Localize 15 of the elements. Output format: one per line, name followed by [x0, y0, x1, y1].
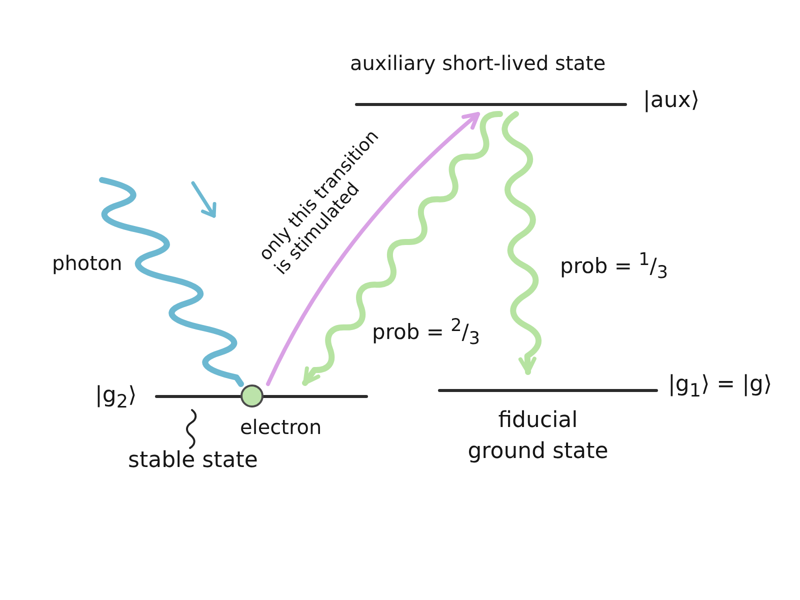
edge-label: prob = $^{1}$/$_{3}$ [560, 250, 668, 284]
leader-line [186, 409, 197, 449]
state-name: auxiliary short-lived state [350, 52, 606, 75]
edge-label: photon [52, 252, 122, 275]
photon-wave [99, 177, 244, 387]
wavy-arrow [502, 111, 542, 375]
particle-label: electron [240, 416, 322, 439]
state-note: stable state [128, 448, 258, 474]
ket-label: |g$_{1}$⟩ = |g⟩ [668, 372, 772, 402]
ket-label: |g$_{2}$⟩ [95, 383, 137, 412]
ket-label: |aux⟩ [643, 88, 700, 114]
arrow [266, 112, 480, 386]
edge-label: prob = $^{2}$/$_{3}$ [372, 316, 480, 350]
state-name: fiducial ground state [466, 407, 610, 466]
wavy-arrow [302, 111, 503, 386]
